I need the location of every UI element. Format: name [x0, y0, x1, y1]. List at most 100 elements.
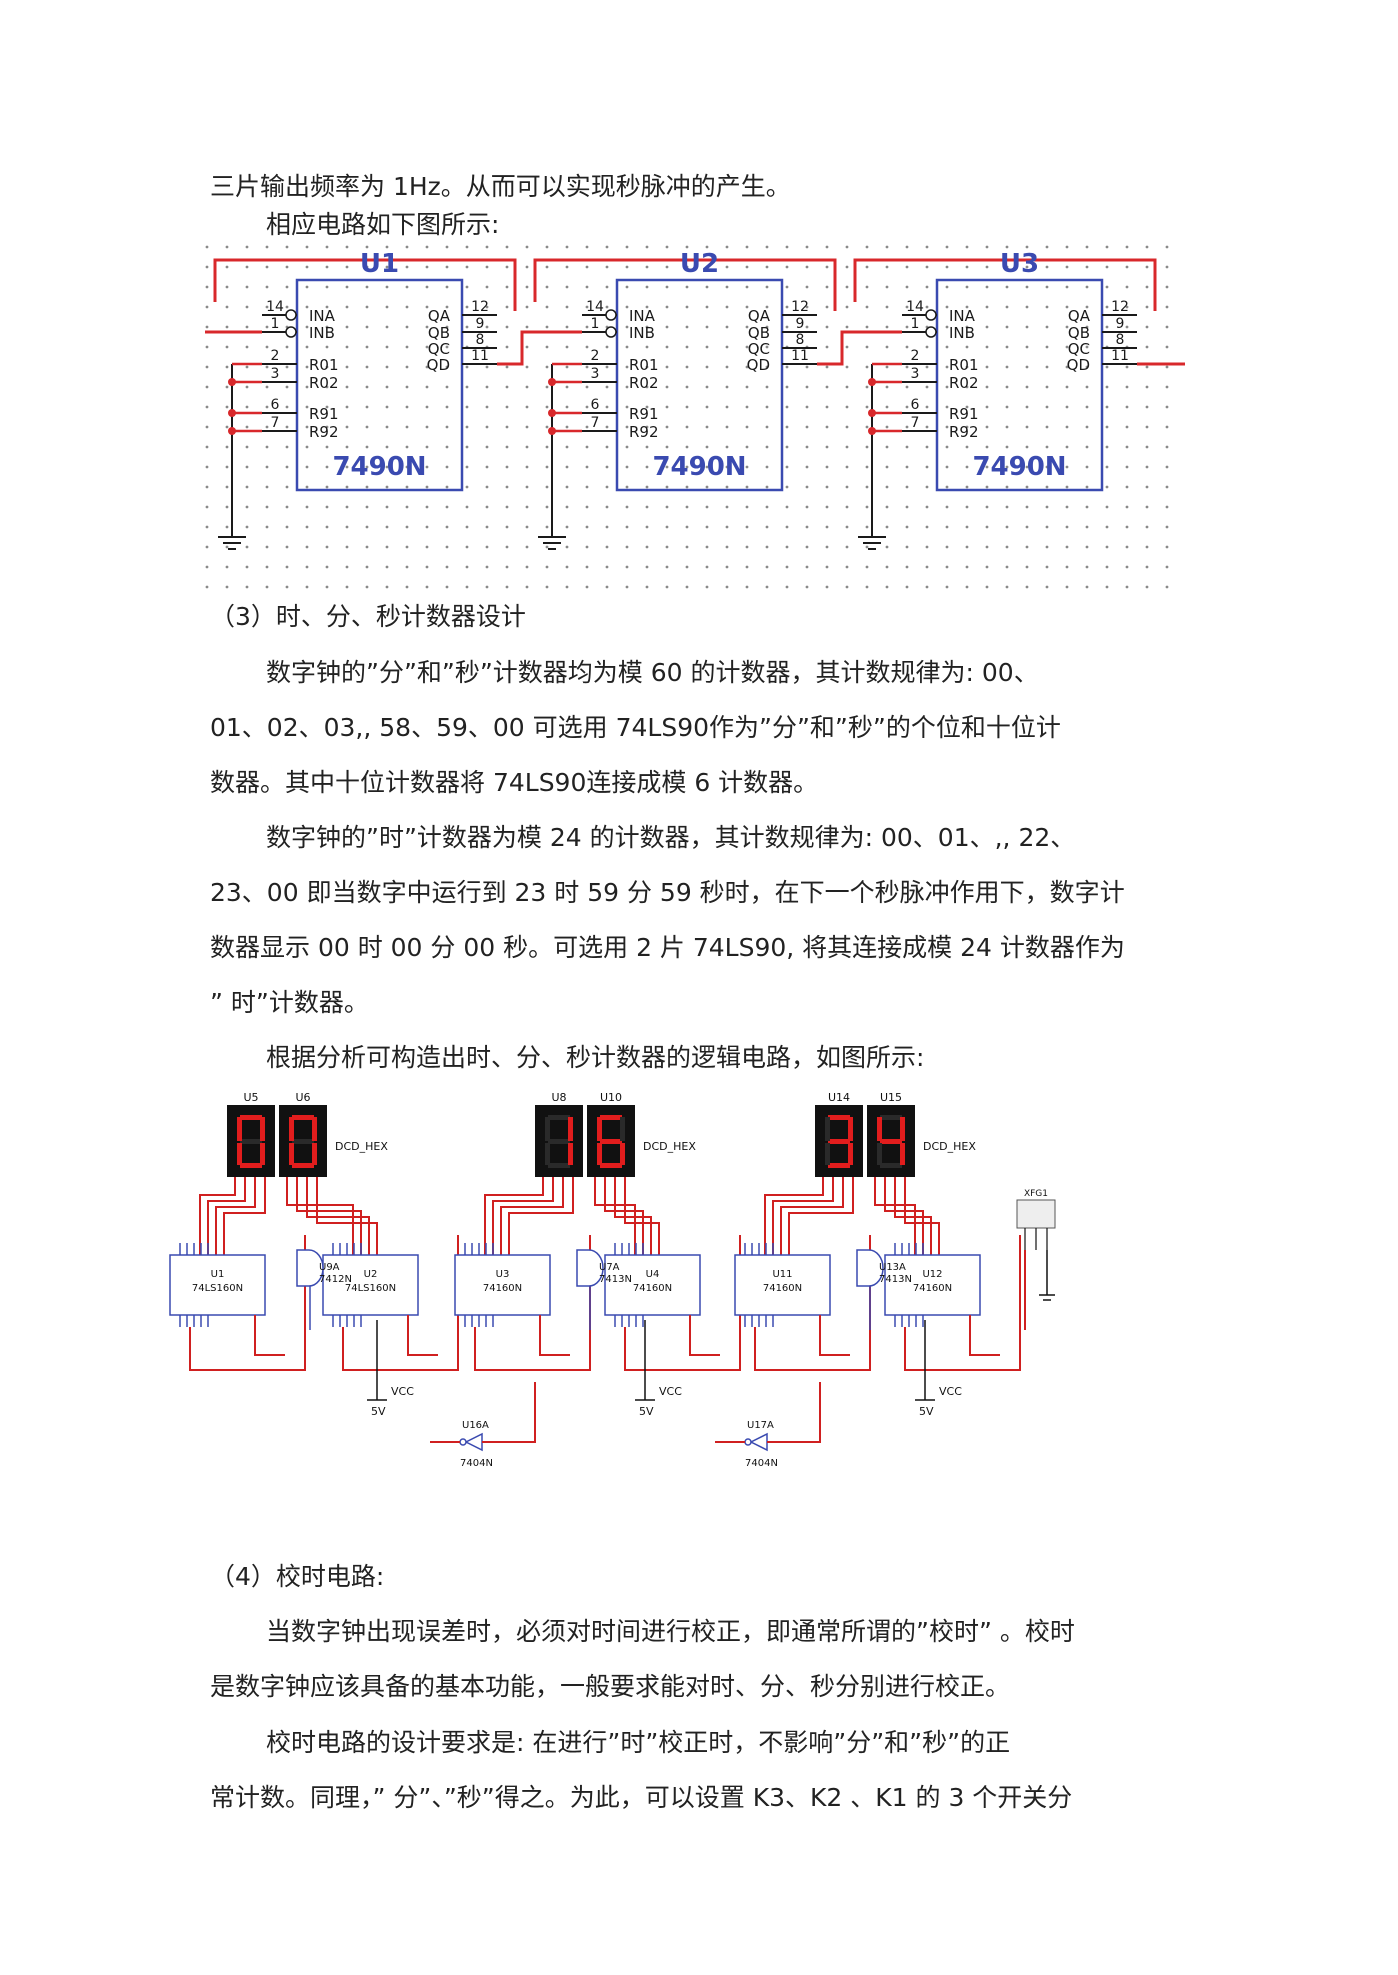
- display-segment: [548, 1115, 570, 1120]
- pin-name: R92: [629, 423, 659, 441]
- display-segment: [240, 1115, 262, 1120]
- pin-number: 2: [911, 348, 920, 364]
- gate-ref: U7A: [599, 1262, 620, 1273]
- pin-name: QC: [748, 340, 770, 358]
- pin-number: 2: [271, 348, 280, 364]
- display-ref: U10: [600, 1091, 622, 1104]
- display-segment: [877, 1143, 882, 1165]
- wire: [492, 1177, 554, 1255]
- pin-number: 12: [1111, 299, 1129, 315]
- inverter-ref: U17A: [747, 1420, 774, 1431]
- pin-name: INA: [949, 307, 976, 325]
- counter-chip: [454, 1254, 551, 1316]
- display-segment: [620, 1117, 625, 1141]
- display-segment: [828, 1163, 850, 1168]
- paragraph-line: 23、00 即当数字中运行到 23 时 59 分 59 秒时，在下一个秒脉冲作用…: [210, 878, 1125, 907]
- chip-ref: U3: [1000, 249, 1039, 279]
- junction-dot: [548, 378, 556, 386]
- wire: [286, 1177, 354, 1255]
- pin-name: R01: [949, 356, 979, 374]
- wire: [539, 1315, 570, 1356]
- display-segment: [597, 1117, 602, 1141]
- wire: [407, 1315, 438, 1356]
- inverter-bubble: [605, 309, 617, 321]
- display-segment: [237, 1117, 242, 1141]
- wire: [306, 1177, 370, 1255]
- pin-name: QB: [1068, 324, 1090, 342]
- display-segment: [880, 1163, 902, 1168]
- display-segment: [260, 1117, 265, 1141]
- wire: [484, 1177, 544, 1255]
- pin-number: 1: [911, 316, 920, 332]
- paragraph-line: 常计数。同理，” 分”、”秒”得之。为此，可以设置 K3、K2 、K1 的 3 …: [210, 1783, 1073, 1812]
- pin-name: QD: [427, 356, 450, 374]
- section-heading: （4）校时电路:: [210, 1562, 385, 1591]
- pin-number: 14: [906, 299, 924, 315]
- inverter-bubble: [744, 1438, 752, 1446]
- wire: [788, 1177, 854, 1255]
- display-segment: [880, 1139, 902, 1144]
- paragraph-line: 三片输出频率为 1Hz。从而可以实现秒脉冲的产生。: [210, 172, 791, 201]
- wire: [689, 1315, 720, 1356]
- wire: [213, 258, 517, 311]
- chip-body: [615, 278, 784, 492]
- chip-ref: U1: [360, 249, 399, 279]
- wire: [624, 1177, 660, 1255]
- display-segment: [312, 1117, 317, 1141]
- pin-number: 7: [911, 415, 920, 431]
- junction-dot: [868, 409, 876, 417]
- display-segment: [568, 1117, 573, 1141]
- junction-dot: [868, 378, 876, 386]
- wire: [853, 258, 1157, 311]
- paragraph-line: 数字钟的”分”和”秒”计数器均为模 60 的计数器，其计数规律为: 00、: [266, 658, 1039, 687]
- counter-ref: U12: [922, 1269, 942, 1280]
- pin-name: INB: [309, 324, 335, 342]
- function-generator: [1016, 1199, 1056, 1229]
- paragraph-line: 相应电路如下图所示:: [266, 210, 500, 239]
- display-segment: [289, 1117, 294, 1141]
- counter-ref: U3: [496, 1269, 510, 1280]
- pin-name: INB: [629, 324, 655, 342]
- pin-number: 6: [271, 397, 280, 413]
- pin-name: INB: [949, 324, 975, 342]
- inverter-bubble: [605, 326, 617, 338]
- inverter-bubble: [285, 309, 297, 321]
- pin-name: QB: [748, 324, 770, 342]
- pin-number: 12: [471, 299, 489, 315]
- wire: [207, 1177, 246, 1255]
- pin-name: R02: [949, 374, 979, 392]
- paragraph-line: 是数字钟应该具备的基本功能，一般要求能对时、分、秒分别进行校正。: [210, 1672, 1011, 1701]
- wire: [296, 1177, 362, 1255]
- wire: [533, 258, 837, 311]
- display-segment: [545, 1143, 550, 1165]
- display-segment: [600, 1139, 622, 1144]
- counter-chip: [169, 1254, 266, 1316]
- display-segment: [289, 1143, 294, 1165]
- pin-name: R91: [629, 405, 659, 423]
- display-segment: [600, 1115, 622, 1120]
- wire: [817, 330, 902, 366]
- figure-counter-circuit: U5U600DCD_HEXU8U1016DCD_HEXU14U1534DCD_H…: [169, 1091, 1056, 1469]
- pin-name: R01: [309, 356, 339, 374]
- paragraph-line: 01、02、03,, 58、59、00 可选用 74LS90作为”分”和”秒”的…: [210, 713, 1061, 742]
- wire: [316, 1177, 378, 1255]
- wire: [482, 1382, 536, 1443]
- pin-number: 9: [476, 316, 485, 332]
- pin-number: 11: [1111, 348, 1129, 364]
- supply-net: VCC: [391, 1385, 414, 1398]
- counter-chip: [322, 1254, 419, 1316]
- counter-chip: [604, 1254, 701, 1316]
- counter-chip: [734, 1254, 831, 1316]
- pin-name: R91: [309, 405, 339, 423]
- inverter-part: 7404N: [460, 1458, 493, 1469]
- display-label: DCD_HEX: [643, 1140, 696, 1153]
- inverter-bubble: [925, 326, 937, 338]
- counter-part: 74160N: [763, 1283, 802, 1294]
- wire: [199, 1177, 236, 1255]
- pin-number: 9: [1116, 316, 1125, 332]
- display-label: DCD_HEX: [923, 1140, 976, 1153]
- chip-part: 7490N: [332, 452, 426, 482]
- junction-dot: [868, 427, 876, 435]
- pin-number: 6: [911, 397, 920, 413]
- pin-number: 8: [476, 332, 485, 348]
